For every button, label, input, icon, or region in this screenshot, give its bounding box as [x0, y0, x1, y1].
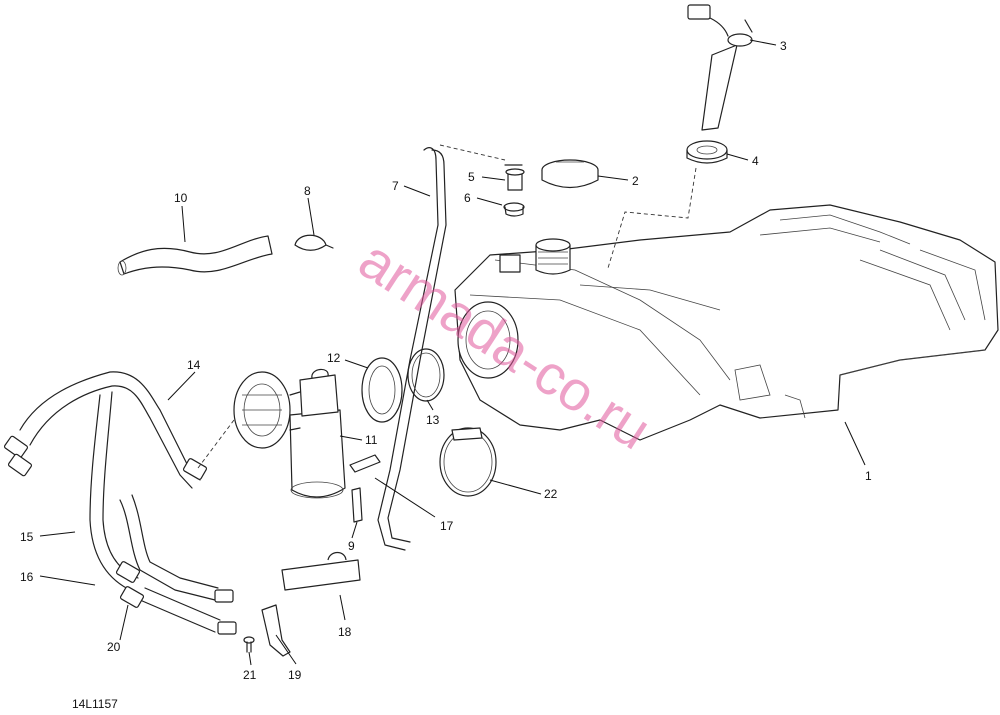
callout-1: 1: [865, 469, 872, 483]
vent-grommet: [503, 202, 525, 217]
bolt: [243, 636, 255, 653]
callout-21: 21: [243, 668, 257, 682]
callout-14: 14: [187, 358, 201, 372]
assembly-lines: [197, 144, 697, 469]
callout-6: 6: [464, 191, 471, 205]
fuel-filter: [281, 551, 361, 591]
bracket: [261, 604, 291, 657]
fuel-level-sender: [687, 4, 753, 131]
callout-4: 4: [752, 154, 759, 168]
callout-9: 9: [348, 539, 355, 553]
hose-fitting: [351, 487, 363, 523]
vent-hose: [377, 147, 447, 551]
callout-22: 22: [544, 487, 558, 501]
filler-hose: [117, 235, 273, 276]
sender-grommet: [686, 140, 728, 164]
callout-10: 10: [174, 191, 188, 205]
callout-5: 5: [468, 170, 475, 184]
callout-16: 16: [20, 570, 34, 584]
callout-labels: 1 2 3 4 5 6 7 8 9 10 11 12 13 14 15 16 1…: [20, 39, 872, 682]
callout-15: 15: [20, 530, 34, 544]
callout-12: 12: [327, 351, 341, 365]
fuel-tank: [454, 204, 999, 441]
reference-code: 14L1157: [72, 697, 118, 711]
callout-2: 2: [632, 174, 639, 188]
callout-13: 13: [426, 413, 440, 427]
callout-8: 8: [304, 184, 311, 198]
callout-17: 17: [440, 519, 454, 533]
retaining-ring: [361, 357, 403, 423]
callout-11: 11: [365, 433, 378, 447]
large-clamp: [439, 427, 497, 497]
callout-18: 18: [338, 625, 352, 639]
fuel-pump: [233, 368, 381, 499]
callout-19: 19: [288, 668, 302, 682]
vent-valve: [504, 164, 525, 191]
o-ring: [407, 348, 445, 402]
callout-3: 3: [780, 39, 787, 53]
callout-7: 7: [392, 179, 399, 193]
callout-20: 20: [107, 640, 121, 654]
fuel-cap: [541, 159, 599, 189]
leader-lines: [39, 39, 866, 666]
hose-clamp: [294, 234, 334, 251]
fuel-lines: [3, 371, 237, 635]
